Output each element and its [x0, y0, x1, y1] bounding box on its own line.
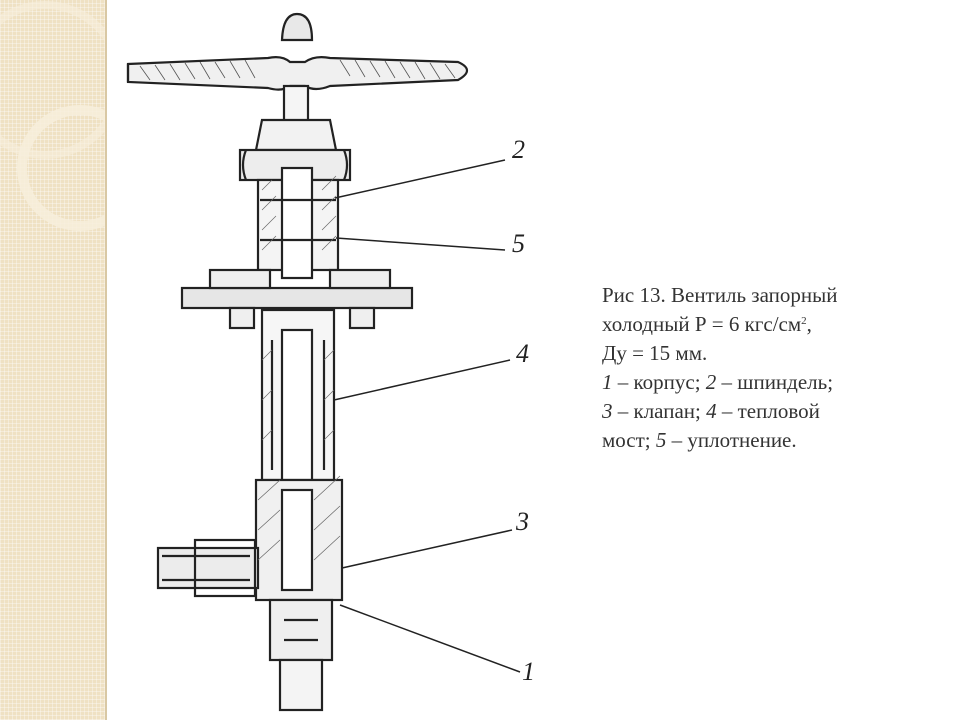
- legend-text-5: – уплотнение.: [666, 428, 797, 452]
- caption-line-2: холодный Р = 6 кгс/см2,: [602, 310, 932, 339]
- callout-label-5: 5: [512, 229, 525, 258]
- decorative-side-strip: [0, 0, 105, 720]
- legend-num-1: 1: [602, 370, 613, 394]
- caption-line-2-post: ,: [806, 312, 812, 336]
- legend-tail: мост;: [602, 428, 656, 452]
- legend-num-3: 3: [602, 399, 613, 423]
- callout-lines: [333, 159, 521, 673]
- legend-text-3: – клапан;: [612, 399, 707, 423]
- callout-label-4: 4: [516, 339, 529, 368]
- caption-legend-line-2: 3 – клапан; 4 – тепловой: [602, 397, 932, 426]
- caption-legend-line-1: 1 – корпус; 2 – шпиндель;: [602, 368, 932, 397]
- callout-line-3: [341, 529, 513, 569]
- legend-num-5: 5: [655, 428, 667, 452]
- caption-line-2-text: холодный Р = 6 кгс/см: [602, 312, 802, 336]
- caption-line-2-sup: 2: [801, 315, 807, 327]
- side-divider: [105, 0, 107, 720]
- callout-label-1: 1: [522, 657, 535, 686]
- callout-line-1: [339, 604, 521, 673]
- valve-drawing: 2 5 4 3 1: [126, 12, 535, 712]
- caption-legend-line-3: мост; 5 – уплотнение.: [602, 426, 932, 455]
- callout-line-5: [335, 237, 506, 251]
- caption-title: Рис 13. Вентиль запорный: [602, 283, 838, 307]
- decorative-rings: [0, 1, 105, 231]
- legend-num-2: 2: [705, 370, 717, 394]
- legend-text-2: – шпиндель;: [716, 370, 834, 394]
- figure-caption: Рис 13. Вентиль запорный холодный Р = 6 …: [602, 281, 932, 455]
- legend-text-1: – корпус;: [612, 370, 706, 394]
- legend-text-4: – тепловой: [716, 399, 820, 423]
- caption-line-3: Ду = 15 мм.: [602, 341, 708, 365]
- legend-num-4: 4: [706, 399, 717, 423]
- callout-label-3: 3: [515, 507, 529, 536]
- callout-label-2: 2: [512, 135, 525, 164]
- callout-line-4: [333, 359, 511, 401]
- callout-line-2: [334, 159, 506, 199]
